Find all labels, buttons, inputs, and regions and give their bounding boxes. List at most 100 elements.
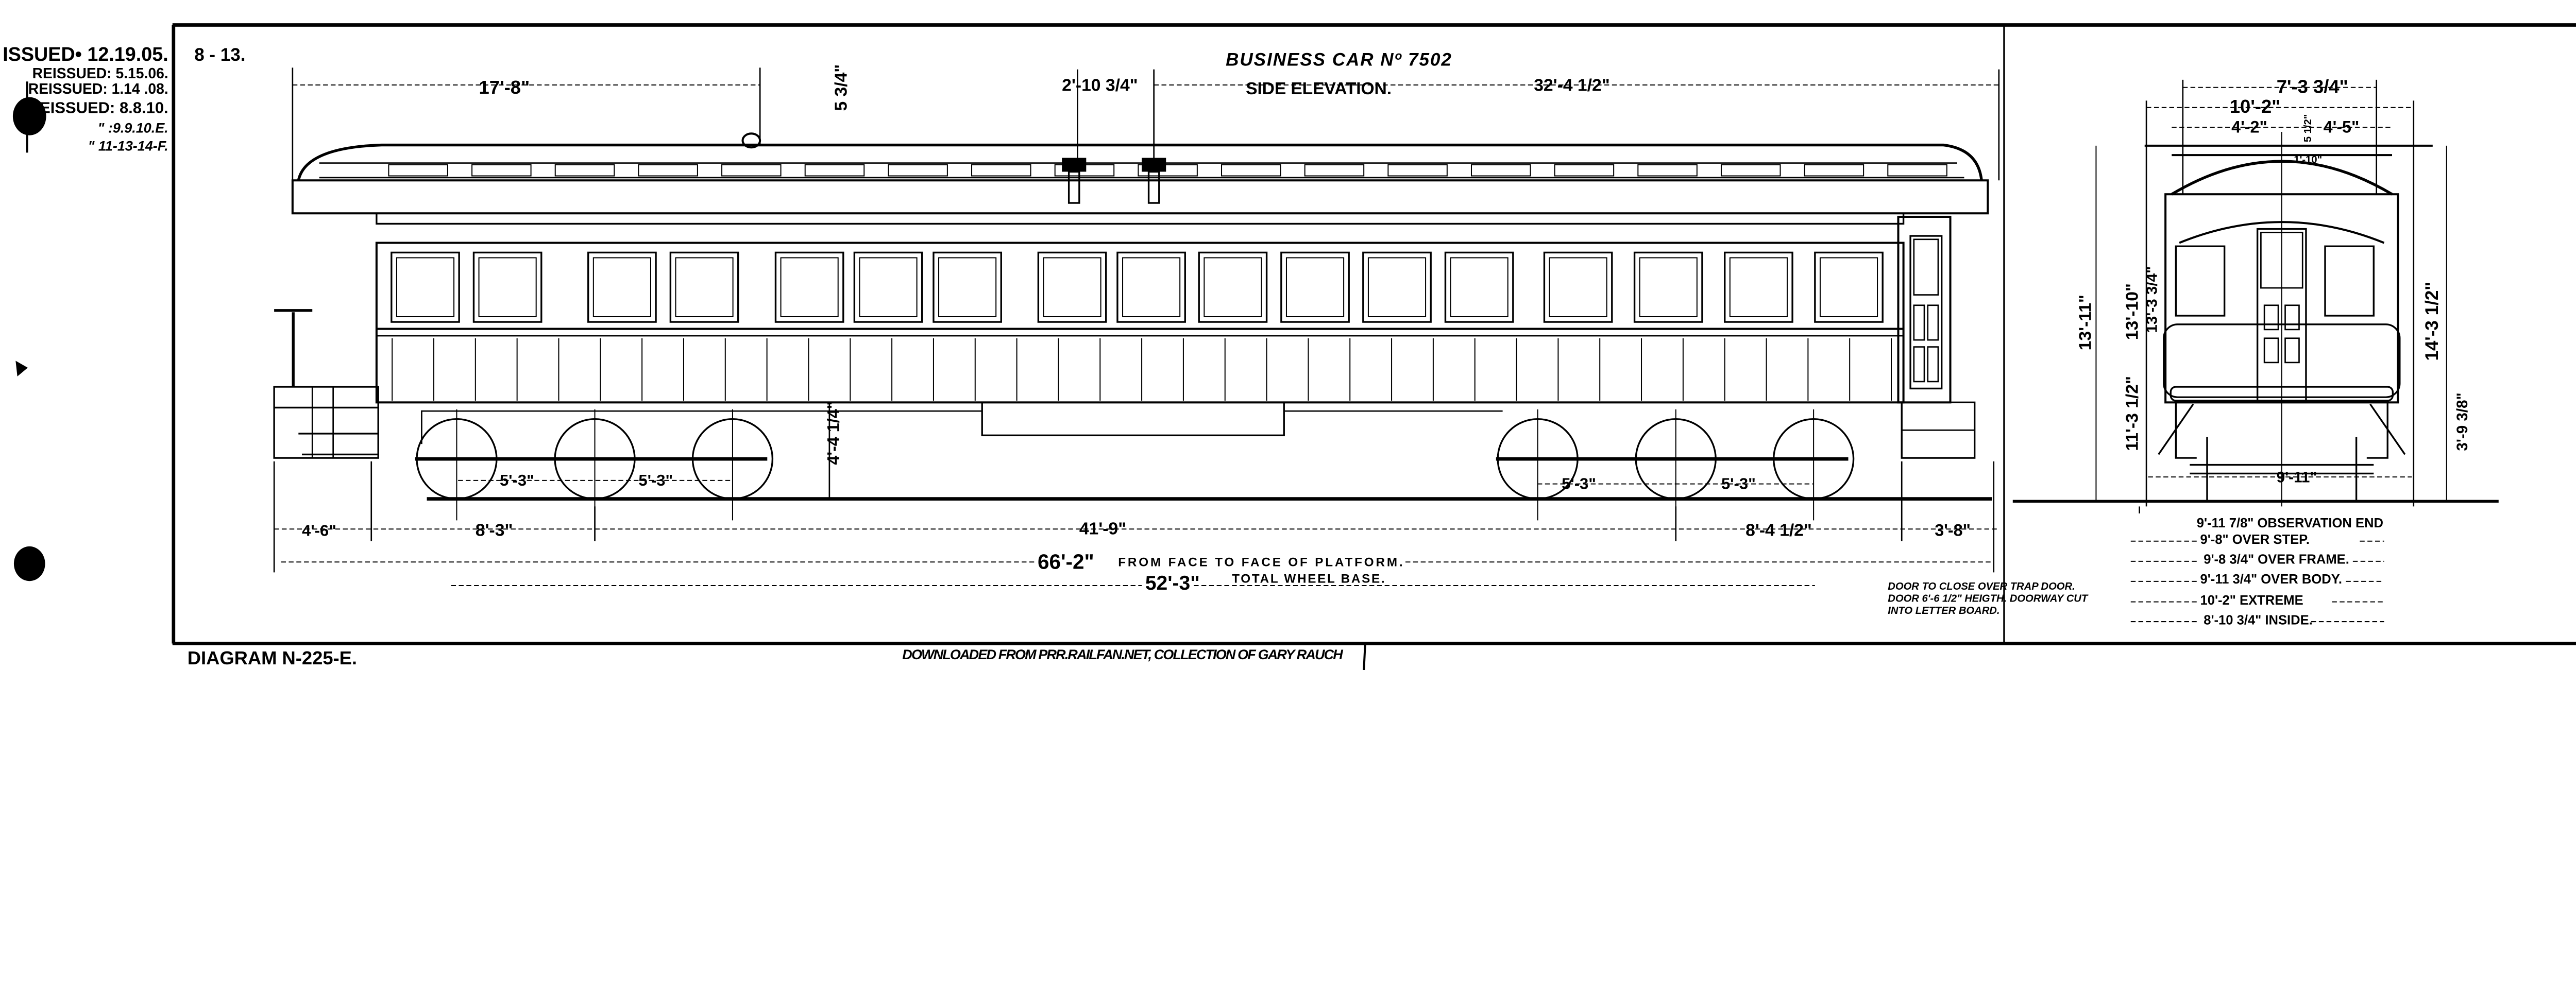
issue-line: REISSUED: 1.14 .08. — [28, 80, 168, 97]
issue-line: " :9.9.10.E. — [98, 120, 168, 135]
side-window — [1116, 251, 1186, 323]
side-window — [853, 251, 923, 323]
drawing-sheet: ISSUED• 12.19.05. REISSUED: 5.15.06. REI… — [3, 23, 2576, 671]
dim-41-9: 41'-9" — [1079, 519, 1126, 538]
end-dim-4-5: 4'-5" — [2324, 117, 2360, 136]
window-sash — [1639, 257, 1698, 317]
end-dim-5-1-2: 5 1/2" — [2302, 114, 2314, 142]
side-window — [391, 251, 460, 323]
side-window — [1037, 251, 1107, 323]
credit-line: DOWNLOADED FROM PRR.RAILFAN.NET, COLLECT… — [902, 647, 1343, 662]
end-window-right — [2324, 245, 2375, 317]
end-dim-4-2: 4'-2" — [2231, 117, 2267, 136]
window-sash — [1043, 257, 1101, 317]
issue-line: REISSUED: 5.15.06. — [32, 65, 168, 81]
clerestory-window — [1138, 164, 1198, 177]
punch-hole — [13, 546, 45, 581]
issue-block: ISSUED• 12.19.05. REISSUED: 5.15.06. REI… — [3, 43, 245, 153]
clerestory-window — [1470, 164, 1531, 177]
clerestory-window — [721, 164, 782, 177]
vestibule-door — [1909, 235, 1943, 390]
height-3-9-3-8: 3'-9 3/8" — [2454, 392, 2471, 451]
window-sash — [859, 257, 918, 317]
punch-hole — [12, 97, 46, 135]
side-window — [587, 251, 657, 323]
window-sash — [396, 257, 455, 317]
side-elevation: 17'-8" 5 3/4" 2'-10 3/4" 32'-4 1/2" 5'-3… — [273, 64, 2089, 616]
clerestory-window — [804, 164, 865, 177]
window-sash — [1367, 257, 1427, 317]
clerestory-window — [554, 164, 615, 177]
clerestory-window — [471, 164, 532, 177]
side-window — [1362, 251, 1432, 323]
side-window — [669, 251, 739, 323]
height-13-3-3-4: 13'-3 3/4" — [2143, 266, 2160, 333]
clerestory-window — [1720, 164, 1781, 177]
width-item: 9'-11 3/4" OVER BODY. — [2200, 572, 2343, 587]
window-sash — [1819, 257, 1878, 317]
side-window — [1543, 251, 1613, 323]
window-sash — [1549, 257, 1607, 317]
side-windows — [391, 251, 1884, 323]
door-note: DOOR TO CLOSE OVER TRAP DOOR. DOOR 6'-6 … — [1888, 581, 2089, 616]
wheels — [415, 409, 1855, 521]
window-sash — [938, 257, 997, 317]
clerestory-window — [1637, 164, 1698, 177]
clerestory-window — [1304, 164, 1365, 177]
note-line: DOOR TO CLOSE OVER TRAP DOOR. — [1888, 581, 2075, 592]
window-sash — [780, 257, 839, 317]
dim-2-10-3-4: 2'-10 3/4" — [1062, 76, 1138, 95]
window-sash — [1122, 257, 1181, 317]
side-window — [933, 251, 1002, 323]
side-window — [1724, 251, 1793, 323]
track-gauge: 9'-11" — [2277, 469, 2317, 486]
side-window — [1814, 251, 1884, 323]
dim-5-3-4: 5 3/4" — [832, 64, 851, 111]
eave — [376, 212, 1905, 225]
width-item: 9'-11 7/8" OBSERVATION END — [2197, 516, 2383, 530]
width-item: 10'-2" EXTREME — [2200, 593, 2303, 608]
dim-3-8: 3'-8" — [1935, 521, 1971, 540]
height-11-3-1-2: 11'-3 1/2" — [2123, 376, 2142, 451]
issue-line: REISSUED: 8.8.10. — [28, 99, 168, 117]
side-window — [1633, 251, 1703, 323]
note-line: INTO LETTER BOARD. — [1888, 605, 1999, 616]
overall-length-value: 66'-2" — [1038, 550, 1094, 574]
drawing-title: BUSINESS CAR Nº 7502 — [1226, 49, 1451, 70]
width-item: 9'-8" OVER STEP. — [2200, 533, 2310, 547]
drawing-frame — [172, 23, 2576, 671]
underframe-tank — [981, 401, 1285, 437]
lower-roof — [291, 179, 1989, 215]
clerestory-window — [1804, 164, 1865, 177]
dim-4-6: 4'-6" — [302, 522, 336, 540]
side-window — [1198, 251, 1268, 323]
width-item: 8'-10 3/4" INSIDE. — [2204, 613, 2313, 627]
upper-roof — [297, 143, 1983, 181]
note-line: DOOR 6'-6 1/2" HEIGTH. DOORWAY CUT — [1888, 593, 2089, 605]
clerestory-window — [388, 164, 448, 177]
window-sash — [1285, 257, 1345, 317]
diagram-number: DIAGRAM N-225-E. — [188, 647, 357, 668]
issue-line: ISSUED• 12.19.05. — [3, 43, 168, 65]
end-steps — [2158, 400, 2406, 459]
wheel-base-value: 52'-3" — [1145, 572, 1200, 594]
side-window — [1280, 251, 1350, 323]
width-item: 9'-8 3/4" OVER FRAME. — [2204, 553, 2349, 567]
window-sash — [478, 257, 537, 317]
right-platform — [1901, 401, 1976, 459]
wheel-height-dim: 4'-4 1/4" — [824, 401, 843, 465]
lower-panels — [392, 338, 1892, 401]
window-sash — [592, 257, 651, 317]
binding-mark — [15, 361, 28, 376]
top-dimensions: 17'-8" 5 3/4" 2'-10 3/4" 32'-4 1/2" — [292, 64, 2000, 181]
clerestory-window — [638, 164, 698, 177]
height-14-3-1-2: 14'-3 1/2" — [2422, 282, 2442, 361]
clerestory-window — [1887, 164, 1947, 177]
height-13-11: 13'-11" — [2076, 295, 2095, 350]
end-wheelset — [2190, 437, 2374, 502]
clerestory-window — [888, 164, 948, 177]
overall-length-label: FROM FACE TO FACE OF PLATFORM. — [1118, 555, 1402, 569]
sheet-number: 8 - 13. — [194, 45, 245, 65]
dim-8-4-1-2: 8'-4 1/2" — [1745, 521, 1812, 540]
width-list: 9'-11 7/8" OBSERVATION END 9'-8" OVER ST… — [2130, 506, 2384, 627]
